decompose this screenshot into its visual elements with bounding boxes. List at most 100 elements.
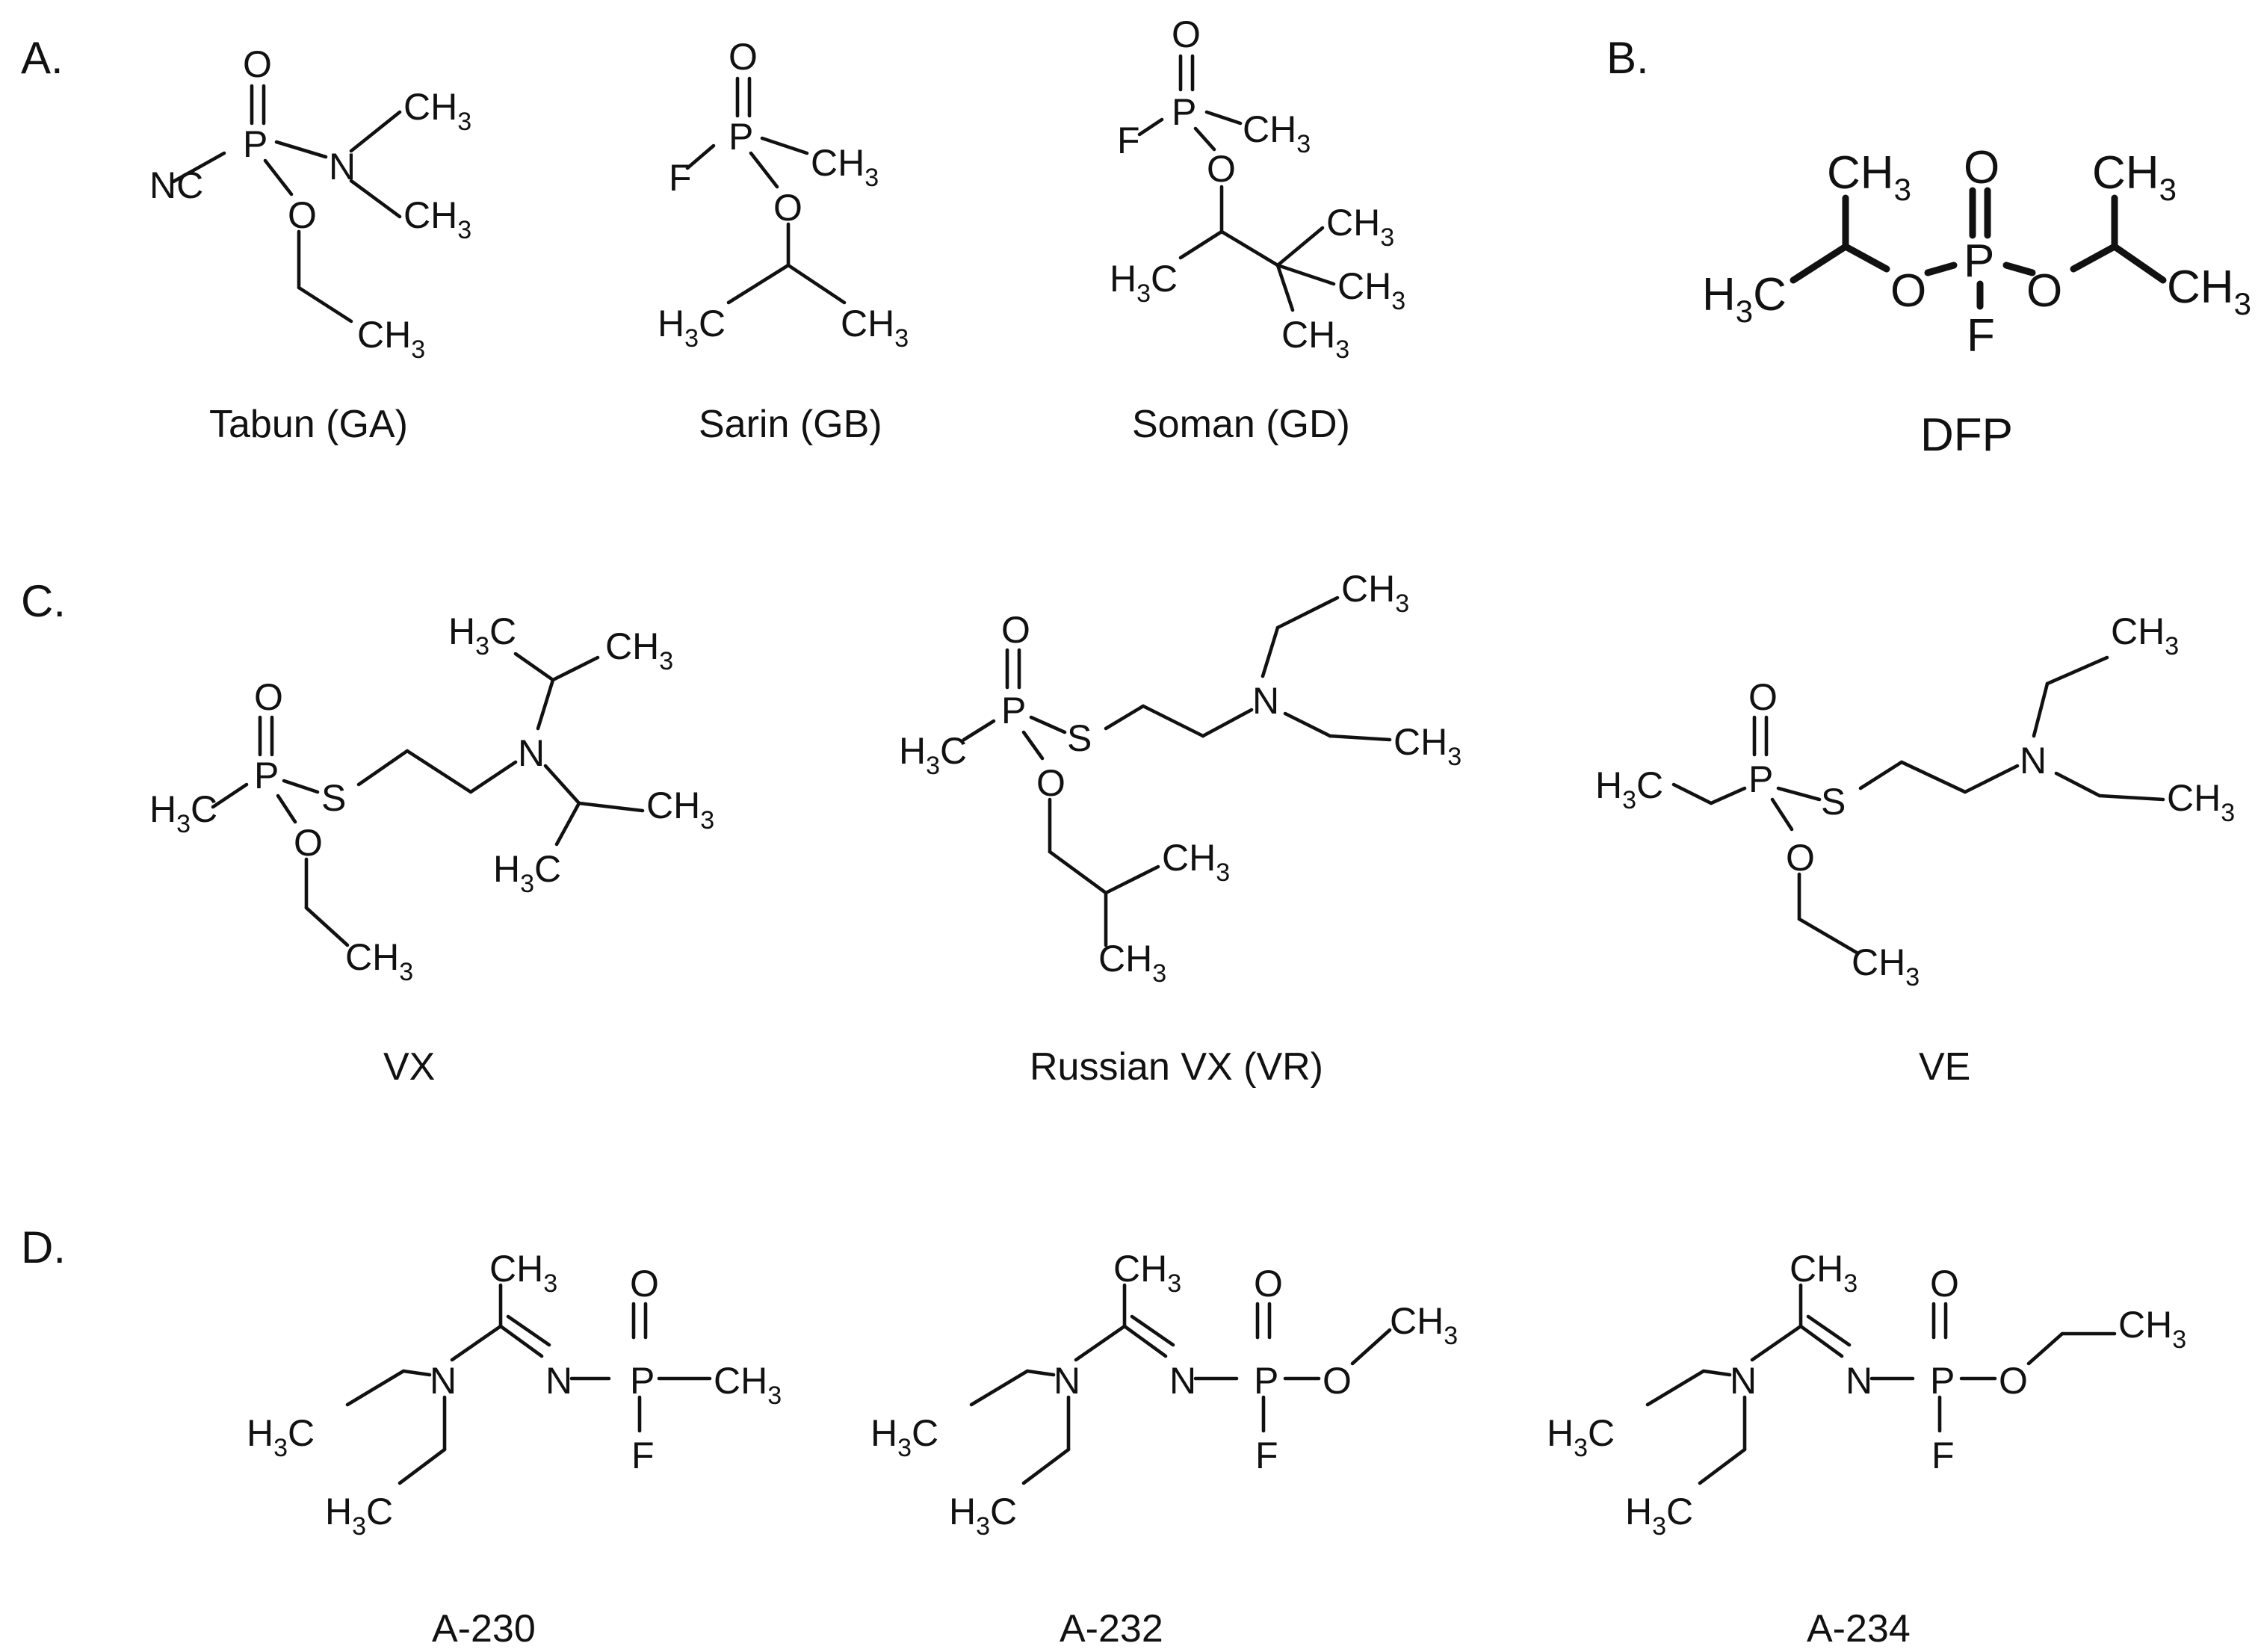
structure-ve: O P S N O H3C CH3 CH3 CH3 VE	[1595, 610, 2235, 1089]
chemical-bond	[401, 1369, 432, 1377]
atom-o-ester: O	[288, 194, 317, 236]
chemical-bond	[276, 793, 297, 824]
chemical-bond	[1842, 243, 1890, 273]
subscript-3: 3	[1380, 223, 1394, 252]
chemical-bond	[1671, 782, 1713, 805]
atom-nc: NC	[149, 164, 203, 206]
subscript-3: 3	[1574, 1434, 1588, 1462]
group-h3c: H3C	[1547, 1412, 1615, 1462]
chemical-bond	[2026, 1331, 2064, 1366]
chemical-bond	[1283, 711, 1332, 738]
atom-p: P	[630, 1360, 655, 1402]
caption-a232: A-232	[1060, 1607, 1163, 1651]
subscript-3: 3	[543, 1269, 557, 1298]
atom-o-ester: O	[1207, 148, 1236, 190]
chemical-bond	[685, 143, 716, 170]
atom-n: N	[1252, 680, 1279, 722]
subscript-3: 3	[1391, 287, 1405, 315]
chemical-bond	[1178, 229, 1224, 260]
atom-f: F	[631, 1435, 655, 1476]
atom-o-ester: O	[1323, 1360, 1352, 1402]
group-h3c: H3C	[1702, 269, 1787, 329]
atom-n: N	[518, 732, 545, 774]
h-text: H	[247, 1412, 273, 1454]
group-h3c: H3C	[1625, 1491, 1693, 1541]
chemical-bond	[1122, 1324, 1168, 1358]
atom-o: O	[1964, 142, 1999, 194]
subscript-3: 3	[2234, 286, 2251, 321]
chemical-bond	[345, 1369, 406, 1407]
atom-p: P	[1254, 1360, 1278, 1402]
subscript-3: 3	[273, 1434, 288, 1462]
group-h3c: H3C	[493, 848, 561, 898]
chemical-bond	[1201, 708, 1254, 738]
subscript-3: 3	[457, 108, 471, 136]
ch-text: CH	[1098, 938, 1152, 980]
c-text: C	[489, 610, 516, 652]
ch-text: CH	[1113, 1248, 1167, 1290]
ch-text: CH	[841, 303, 894, 344]
subscript-3: 3	[1736, 294, 1753, 329]
chemical-bond	[274, 140, 328, 159]
group-ch3: CH3	[403, 86, 471, 136]
caption-vx: VX	[383, 1045, 435, 1089]
atom-f: F	[1255, 1435, 1278, 1476]
chemical-bond	[171, 151, 226, 184]
group-h3c: H3C	[658, 303, 726, 353]
subscript-3: 3	[659, 647, 673, 675]
group-ch3: CH3	[1341, 568, 1409, 618]
group-ch3: CH3	[2092, 147, 2177, 207]
atom-o-right: O	[2026, 265, 2062, 317]
atom-o-ester: O	[1999, 1360, 2028, 1402]
subscript-3: 3	[411, 335, 425, 364]
chemical-bond	[2045, 655, 2109, 686]
group-ch3: CH3	[646, 785, 714, 835]
subscript-3: 3	[475, 632, 489, 661]
subscript-3: 3	[2172, 1325, 2186, 1354]
h-text: H	[448, 610, 475, 652]
chemical-bond	[1104, 864, 1160, 895]
ch-text: CH	[605, 625, 659, 667]
caption-a234: A-234	[1807, 1607, 1911, 1651]
atom-p: P	[254, 755, 279, 796]
group-ch3: CH3	[1852, 941, 1920, 991]
chemical-bond	[1275, 263, 1336, 286]
h-text: H	[1595, 764, 1622, 806]
group-ch3: CH3	[1827, 147, 1911, 207]
atom-p: P	[1964, 235, 1994, 287]
chemical-bond	[513, 652, 555, 682]
group-ch3: CH3	[1394, 721, 1461, 771]
group-h3c: H3C	[949, 1491, 1017, 1541]
ch-text: CH	[2167, 262, 2234, 313]
atom-n-imine: N	[1169, 1360, 1196, 1402]
atom-p: P	[1930, 1360, 1955, 1402]
group-ch3: CH3	[2118, 1304, 2186, 1354]
chemical-bond	[1328, 734, 1392, 742]
atom-f: F	[1931, 1435, 1955, 1476]
atom-f: F	[1967, 310, 1995, 362]
ch-text: CH	[1827, 147, 1894, 199]
chemical-bond	[356, 749, 409, 787]
subscript-3: 3	[1216, 859, 1230, 887]
chemical-bond	[498, 1324, 544, 1358]
atom-n-imine: N	[1846, 1360, 1872, 1402]
ch-text: CH	[2118, 1304, 2172, 1346]
subscript-3: 3	[2221, 799, 2235, 827]
subscript-3: 3	[1152, 959, 1166, 988]
group-ch3: CH3	[1281, 314, 1349, 364]
c-text: C	[699, 303, 726, 344]
atom-o: O	[243, 43, 272, 85]
h-text: H	[658, 303, 684, 344]
group-ch3: CH3	[811, 142, 879, 192]
atom-o: O	[1254, 1263, 1283, 1305]
ch-text: CH	[1394, 721, 1447, 763]
chemical-bond	[1963, 764, 2020, 794]
atom-o: O	[1748, 676, 1778, 718]
group-ch3: CH3	[841, 303, 909, 353]
c-text: C	[912, 1412, 938, 1454]
caption-dfp: DFP	[1920, 409, 2013, 461]
chemical-bond	[1709, 786, 1747, 805]
subscript-3: 3	[1444, 1322, 1458, 1350]
subscript-3: 3	[352, 1512, 366, 1541]
